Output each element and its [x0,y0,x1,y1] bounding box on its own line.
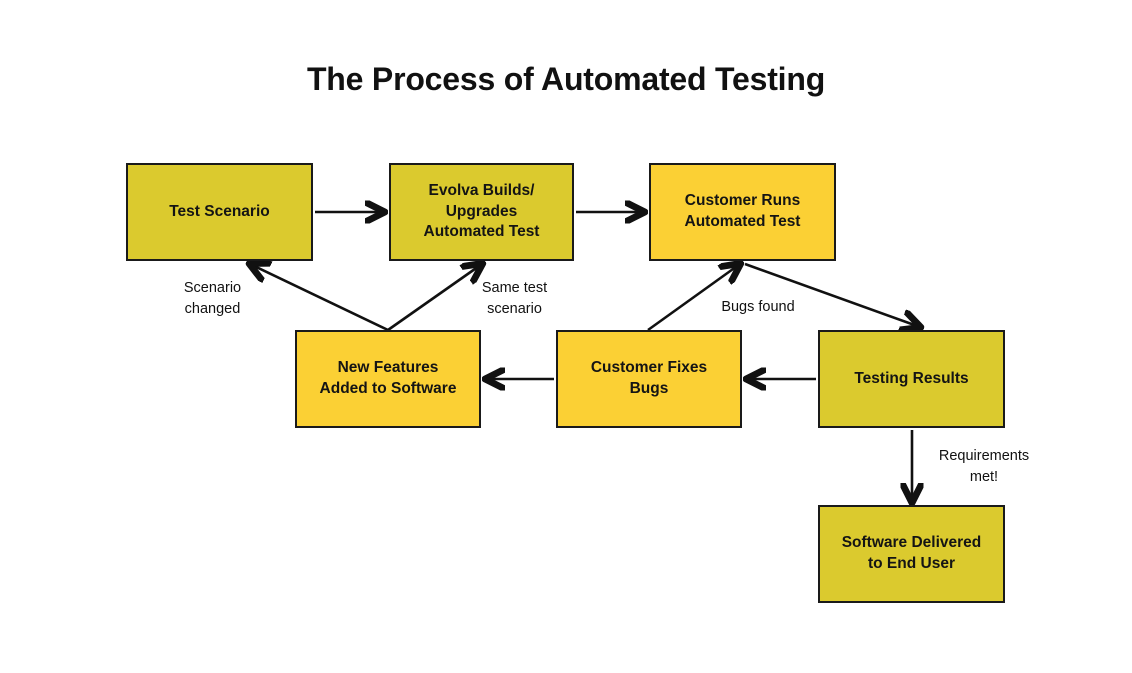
node-customer-runs-test[interactable]: Customer Runs Automated Test [649,163,836,261]
node-evolva-builds[interactable]: Evolva Builds/ Upgrades Automated Test [389,163,574,261]
page-title: The Process of Automated Testing [306,61,826,97]
edge-label-bugs-found: Bugs found [721,299,795,315]
edge-customer-runs-to-testing-results [744,262,920,327]
node-customer-fixes-bugs[interactable]: Customer Fixes Bugs [556,330,742,428]
edge-label-requirements-met: Requirements met! [938,448,1030,486]
node-software-delivered[interactable]: Software Delivered to End User [818,505,1005,603]
edge-new-features-to-test-scenario [250,264,389,332]
edge-label-scenario-changed: Scenario changed [183,280,242,318]
edge-new-features-to-evolva [387,264,482,332]
node-new-features[interactable]: New Features Added to Software [295,330,481,428]
edge-customer-fixes-to-customer-runs [647,264,740,332]
node-testing-results[interactable]: Testing Results [818,330,1005,428]
edge-label-same-test-scenario: Same test scenario [481,280,548,318]
node-test-scenario[interactable]: Test Scenario [126,163,313,261]
